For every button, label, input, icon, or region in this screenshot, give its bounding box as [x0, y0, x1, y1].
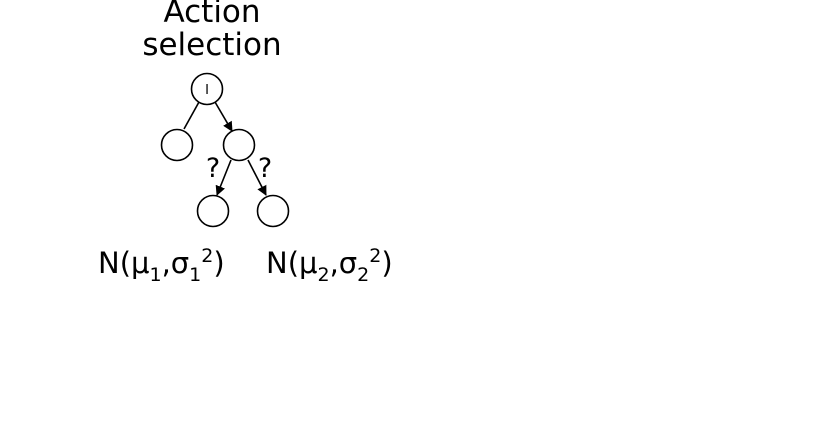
dist2-prefix: N(μ [266, 246, 318, 280]
edge-root-to-left-child [183, 101, 200, 130]
dist1-suffix: ) [213, 246, 225, 280]
edge-question-mark-right: ? [258, 153, 272, 184]
dist1-sigma-superscript: 2 [201, 245, 214, 267]
left-child-node [160, 128, 194, 162]
root-node-label: I [205, 83, 209, 98]
title-line-2: selection [142, 27, 282, 63]
right-child-node [222, 128, 256, 162]
edge-root-to-right-child [214, 101, 233, 132]
dist2-suffix: ) [381, 246, 393, 280]
dist1-mu-subscript: 1 [149, 264, 162, 286]
dist2-sigma-subscript: 2 [357, 264, 370, 286]
leaf-node-2 [256, 194, 290, 228]
title-line-1: Action [163, 0, 261, 30]
dist1-sep: ,σ [161, 246, 190, 280]
root-node [190, 72, 224, 106]
leaf-node-1 [196, 194, 230, 228]
edge-right-child-to-leaf-2 [247, 159, 267, 196]
leaf-distribution-2: N(μ2,σ22) [266, 243, 393, 286]
dist1-sigma-subscript: 1 [189, 264, 202, 286]
diagram-title: Action selection [112, 0, 312, 62]
dist2-sigma-superscript: 2 [369, 245, 382, 267]
dist2-sep: ,σ [329, 246, 358, 280]
dist2-mu-subscript: 2 [317, 264, 330, 286]
dist1-prefix: N(μ [98, 246, 150, 280]
edge-question-mark-left: ? [206, 153, 220, 184]
leaf-distribution-1: N(μ1,σ12) [98, 243, 225, 286]
edge-right-child-to-leaf-1 [215, 159, 232, 196]
